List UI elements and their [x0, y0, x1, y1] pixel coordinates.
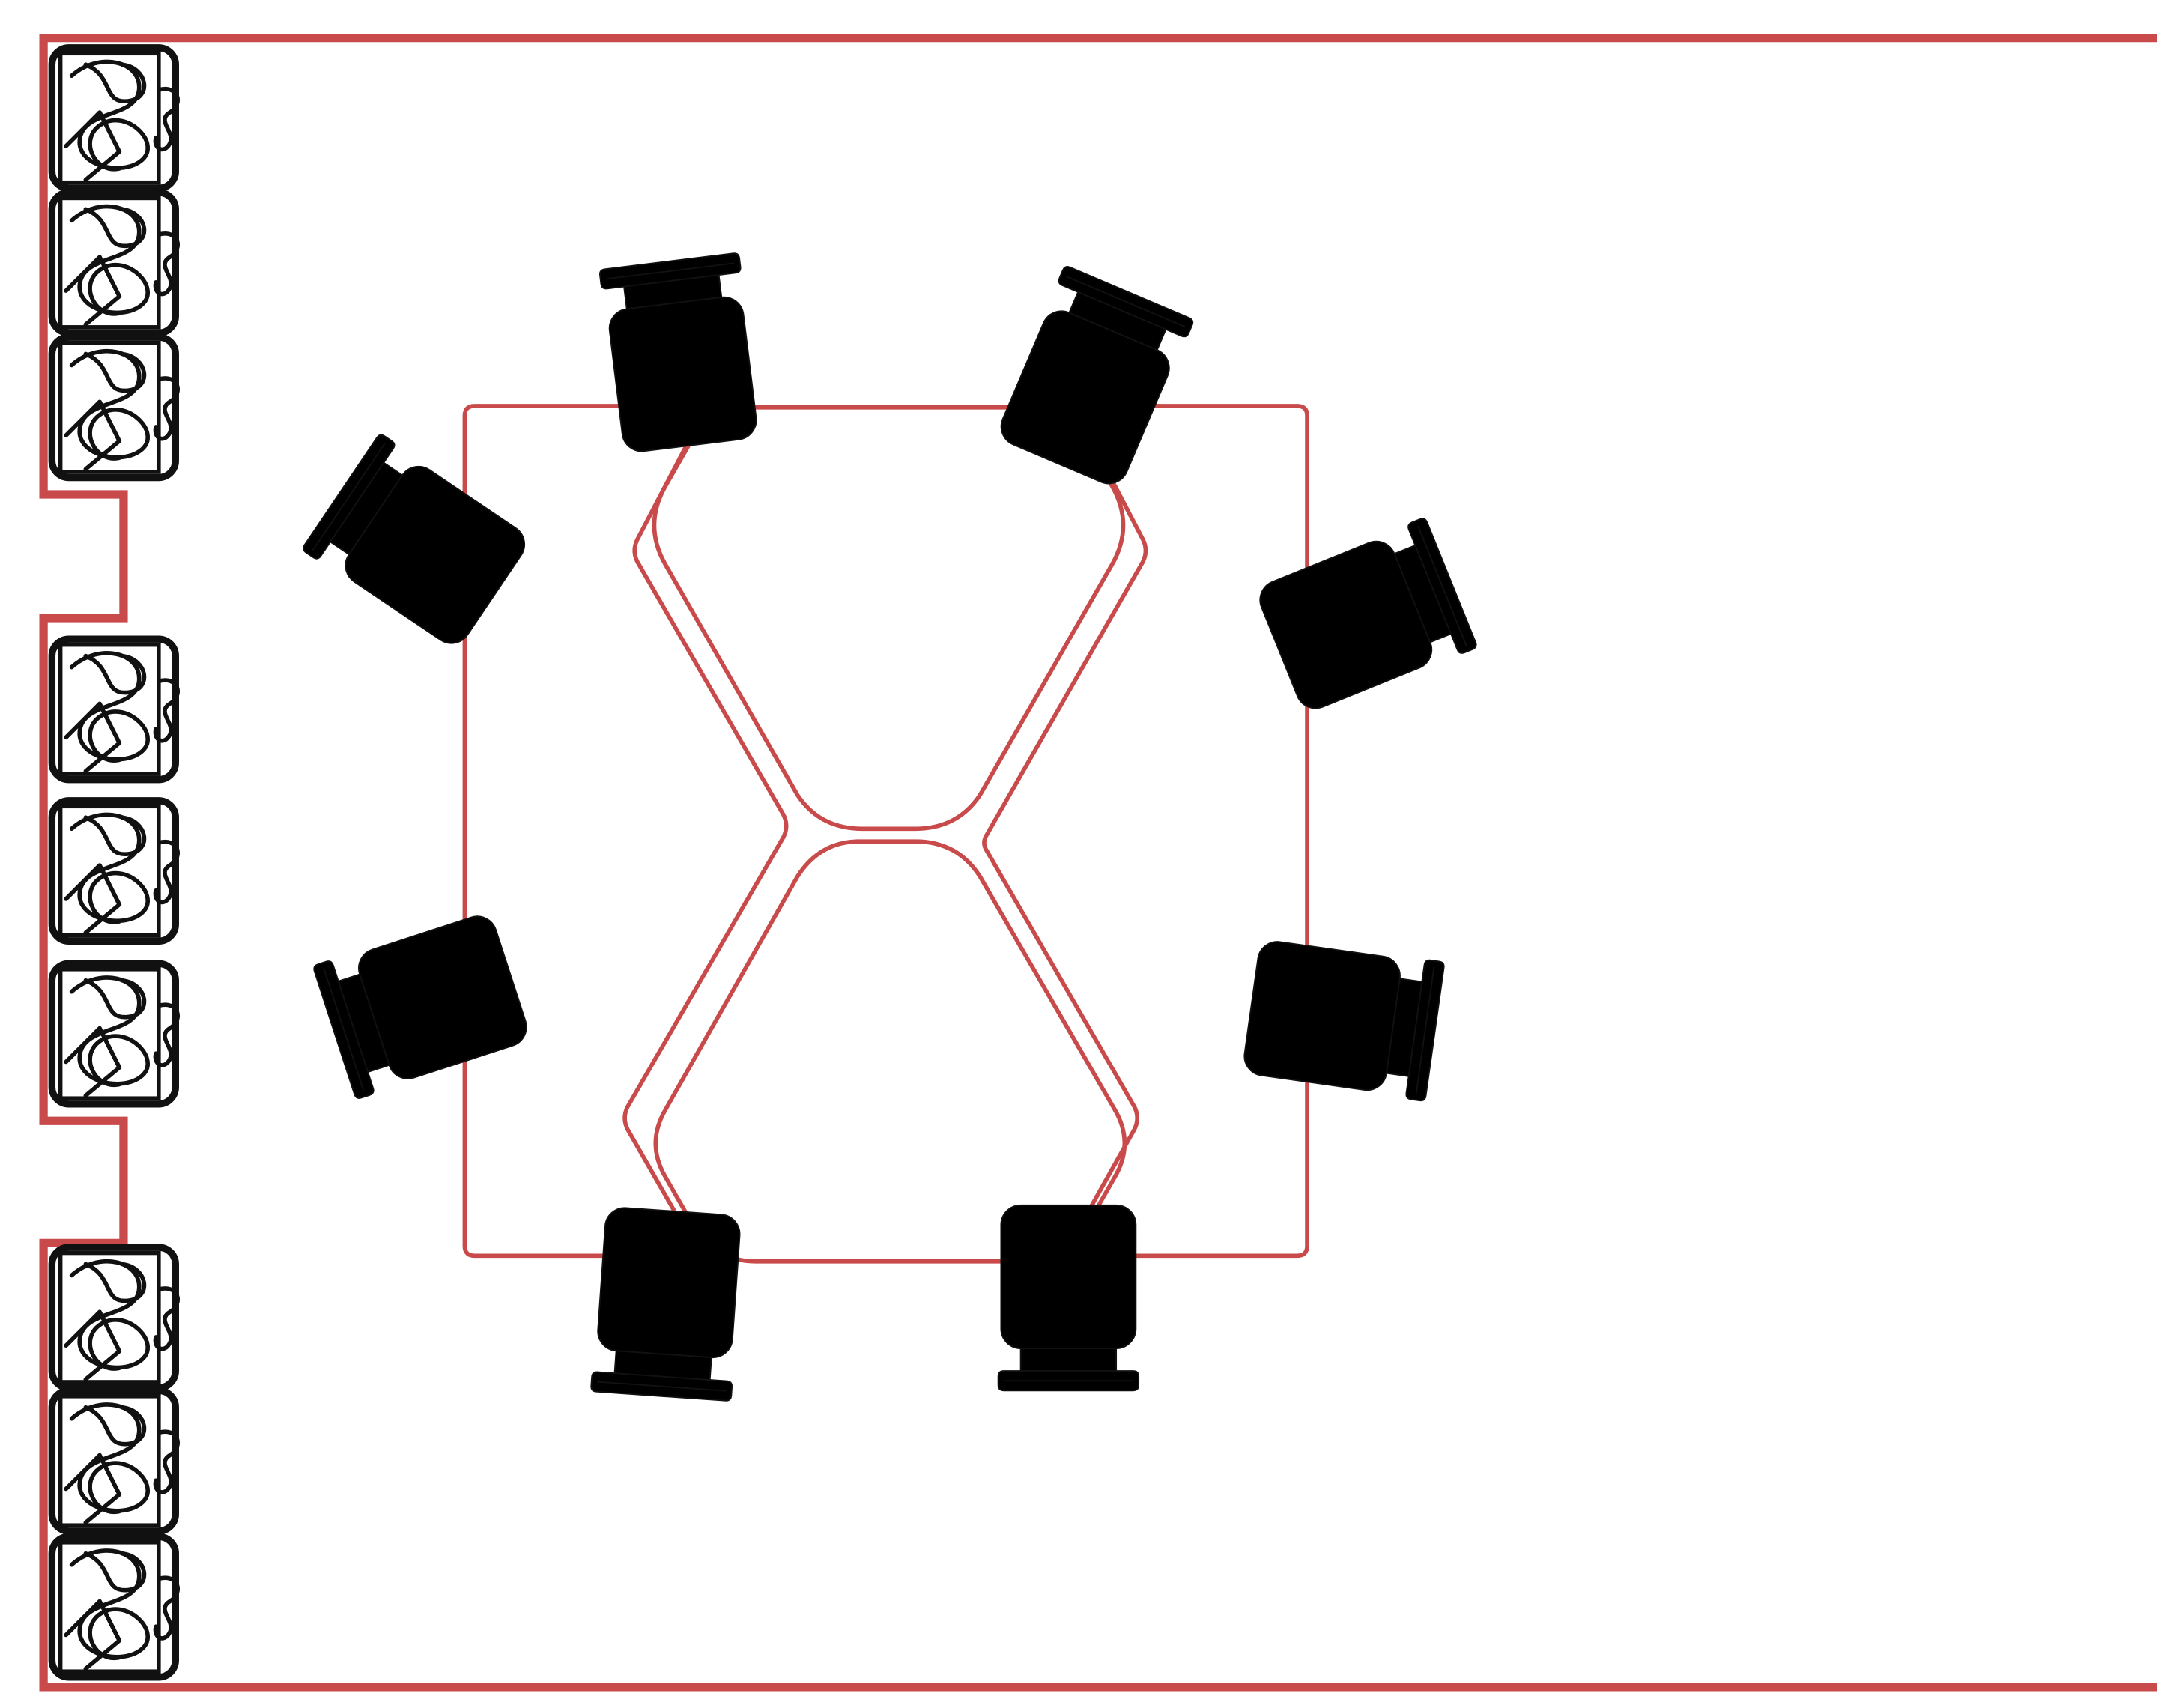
hex-table-outer-right [982, 404, 1309, 1259]
planter-3 [52, 337, 178, 478]
chair-upper-left[interactable] [300, 432, 535, 654]
planter-2 [52, 193, 178, 333]
planter-1 [52, 48, 178, 189]
planter-group-top [52, 48, 178, 478]
chair-upper-right[interactable] [1252, 516, 1479, 718]
chair-lower-left[interactable] [312, 907, 533, 1100]
planter-9 [52, 1536, 178, 1677]
hex-table-bottom [653, 839, 1127, 1264]
planter-7 [52, 1247, 178, 1388]
chair-top-left[interactable] [598, 252, 763, 455]
planter-6 [52, 963, 178, 1104]
planter-8 [52, 1390, 178, 1531]
hex-table-top [652, 405, 1126, 832]
chair-bottom-right[interactable] [997, 1204, 1140, 1392]
planter-group-bottom [52, 1247, 178, 1677]
wall-outline [39, 34, 2157, 1692]
planter-5 [52, 801, 178, 942]
planter-group-middle [52, 639, 178, 1104]
room-walls [39, 34, 2157, 1692]
planter-groups [52, 48, 178, 1677]
chair-lower-right[interactable] [1240, 936, 1446, 1103]
chair-bottom-left[interactable] [590, 1205, 745, 1402]
planter-4 [52, 639, 178, 780]
hex-table-outer [462, 404, 789, 1259]
chair-top-right[interactable] [992, 264, 1195, 491]
hex-tables [462, 404, 1309, 1264]
